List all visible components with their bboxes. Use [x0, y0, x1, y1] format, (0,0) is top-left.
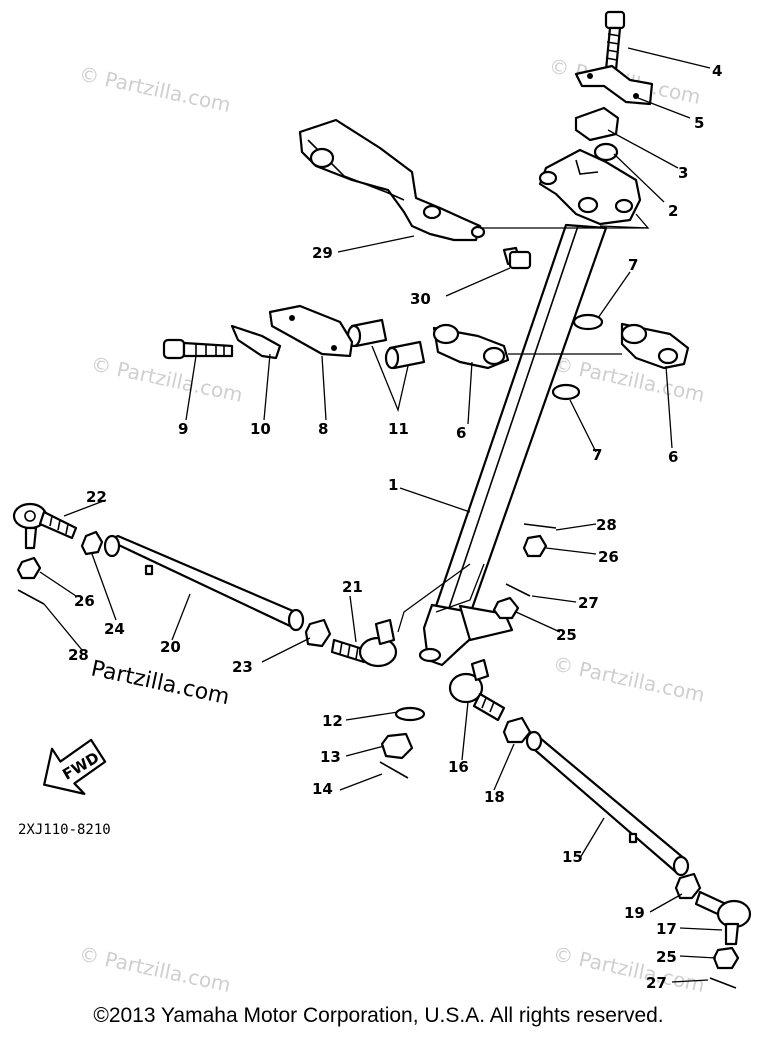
- tie-rod-end-17: [694, 890, 752, 946]
- bushing: [593, 142, 619, 162]
- callout-20: 20: [160, 638, 181, 656]
- watermark: © Partzilla.com: [551, 941, 707, 997]
- lower-bracket-right: [620, 322, 690, 370]
- callout-4: 4: [712, 62, 722, 80]
- tie-rod-end-22: [12, 502, 78, 550]
- callout-30: 30: [410, 290, 431, 308]
- diagram-code: 2XJ110-8210: [18, 822, 111, 838]
- nut-25-lower: [712, 946, 740, 970]
- bolt-9: [162, 338, 234, 360]
- callout-25a: 25: [556, 626, 577, 644]
- nut-25-upper: [492, 596, 520, 620]
- washer-7a: [572, 313, 604, 331]
- tie-rod-20: [103, 534, 305, 632]
- callout-9: 9: [178, 420, 188, 438]
- callout-2: 2: [668, 202, 678, 220]
- callout-12: 12: [322, 712, 343, 730]
- callouts: 1 2 3 4 5 6 6 7 7 8 9 10 11 12 13 14 15 …: [68, 62, 722, 992]
- washer-7b: [551, 383, 581, 401]
- handlebar-bracket: [298, 118, 486, 242]
- bolt-30: [502, 246, 532, 270]
- lower-bracket-left: [432, 323, 510, 370]
- tie-rod-end-16: [448, 658, 506, 722]
- watermark: © Partzilla.com: [551, 651, 707, 707]
- callout-29: 29: [312, 244, 333, 262]
- nut-18: [502, 716, 532, 744]
- lock-washer-10: [230, 324, 282, 360]
- cotter-pin-14: [379, 761, 409, 779]
- callout-19: 19: [624, 904, 645, 922]
- watermark: © Partzilla.com: [77, 941, 233, 997]
- fwd-arrow: FWD: [43, 738, 107, 795]
- nut-23: [304, 618, 332, 648]
- callout-23: 23: [232, 658, 253, 676]
- plate-8: [268, 304, 354, 358]
- leader-lines: [39, 47, 723, 983]
- nut-26-right: [522, 534, 548, 558]
- callout-14: 14: [312, 780, 333, 798]
- callout-27a: 27: [578, 594, 599, 612]
- copyright-notice: ©2013 Yamaha Motor Corporation, U.S.A. A…: [93, 1004, 664, 1027]
- callout-15: 15: [562, 848, 583, 866]
- callout-6a: 6: [456, 424, 466, 442]
- cotter-pin-28-left: [17, 589, 45, 605]
- cotter-pin-28-right: [523, 523, 557, 529]
- callout-8: 8: [318, 420, 328, 438]
- tie-rod-end-21: [330, 618, 398, 668]
- callout-22: 22: [86, 488, 107, 506]
- watermark-main: Partzilla.com: [89, 656, 232, 710]
- nut-19: [674, 872, 702, 900]
- callout-28b: 28: [68, 646, 89, 664]
- callout-17: 17: [656, 920, 677, 938]
- cotter-pin-27-lower: [709, 977, 737, 989]
- callout-3: 3: [678, 164, 688, 182]
- callout-7b: 7: [592, 446, 602, 464]
- callout-16: 16: [448, 758, 469, 776]
- callout-28a: 28: [596, 516, 617, 534]
- callout-26a: 26: [74, 592, 95, 610]
- callout-11: 11: [388, 420, 409, 438]
- watermark: © Partzilla.com: [77, 61, 233, 117]
- collars: [346, 318, 426, 370]
- washer-12: [394, 706, 426, 722]
- tie-rod-15: [525, 730, 690, 877]
- callout-26b: 26: [598, 548, 619, 566]
- callout-5: 5: [694, 114, 704, 132]
- callout-18: 18: [484, 788, 505, 806]
- cotter-pin-27-upper: [505, 583, 531, 597]
- nut-26-left: [16, 556, 42, 580]
- callout-7a: 7: [628, 256, 638, 274]
- collar: [574, 106, 620, 142]
- upper-bracket: [538, 148, 642, 226]
- nut-24: [80, 530, 104, 556]
- top-bolt: [604, 10, 626, 72]
- callout-24: 24: [104, 620, 125, 638]
- nut-13: [380, 732, 414, 760]
- callout-27b: 27: [646, 974, 667, 992]
- lock-plate: [574, 64, 654, 106]
- callout-21: 21: [342, 578, 363, 596]
- watermark: © Partzilla.com: [89, 351, 245, 407]
- callout-6b: 6: [668, 448, 678, 466]
- callout-1: 1: [388, 476, 398, 494]
- callout-10: 10: [250, 420, 271, 438]
- callout-25b: 25: [656, 948, 677, 966]
- callout-13: 13: [320, 748, 341, 766]
